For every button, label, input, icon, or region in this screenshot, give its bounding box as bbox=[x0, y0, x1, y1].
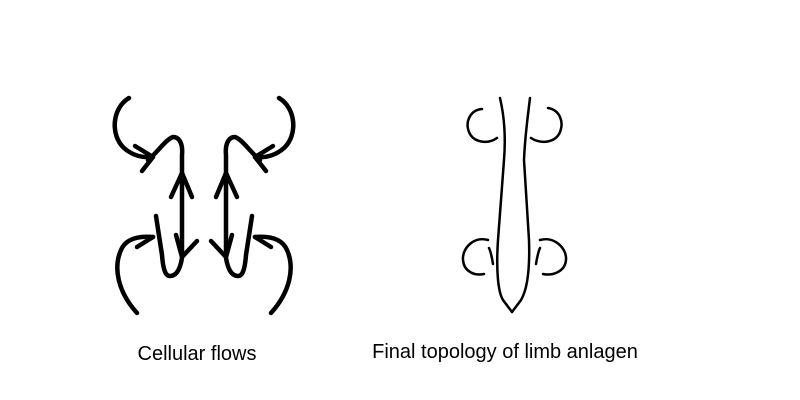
bottom-flow-arrow bbox=[115, 234, 156, 316]
limb-bud-bottom-left bbox=[461, 237, 495, 276]
bottom-arrowhead bbox=[134, 234, 156, 250]
flows-right-half bbox=[208, 95, 296, 316]
body-left-edge bbox=[495, 96, 514, 314]
limb-bud-bottom-right bbox=[534, 237, 568, 276]
down-arrowhead bbox=[173, 232, 200, 260]
cellular-flows-label: Cellular flows bbox=[137, 343, 257, 365]
body-right-edge bbox=[510, 96, 532, 314]
limb-bud-top-right bbox=[529, 106, 563, 144]
limb-bud-top-left bbox=[466, 107, 499, 144]
flows-left-half bbox=[112, 95, 200, 316]
body-outline bbox=[145, 134, 185, 279]
up-arrowhead bbox=[168, 170, 195, 200]
cellular-flows-figure bbox=[112, 95, 296, 316]
top-flow-arrow bbox=[112, 95, 156, 160]
limb-anlagen-figure bbox=[461, 96, 568, 314]
limb-anlagen-label: Final topology of limb anlagen bbox=[372, 341, 638, 363]
